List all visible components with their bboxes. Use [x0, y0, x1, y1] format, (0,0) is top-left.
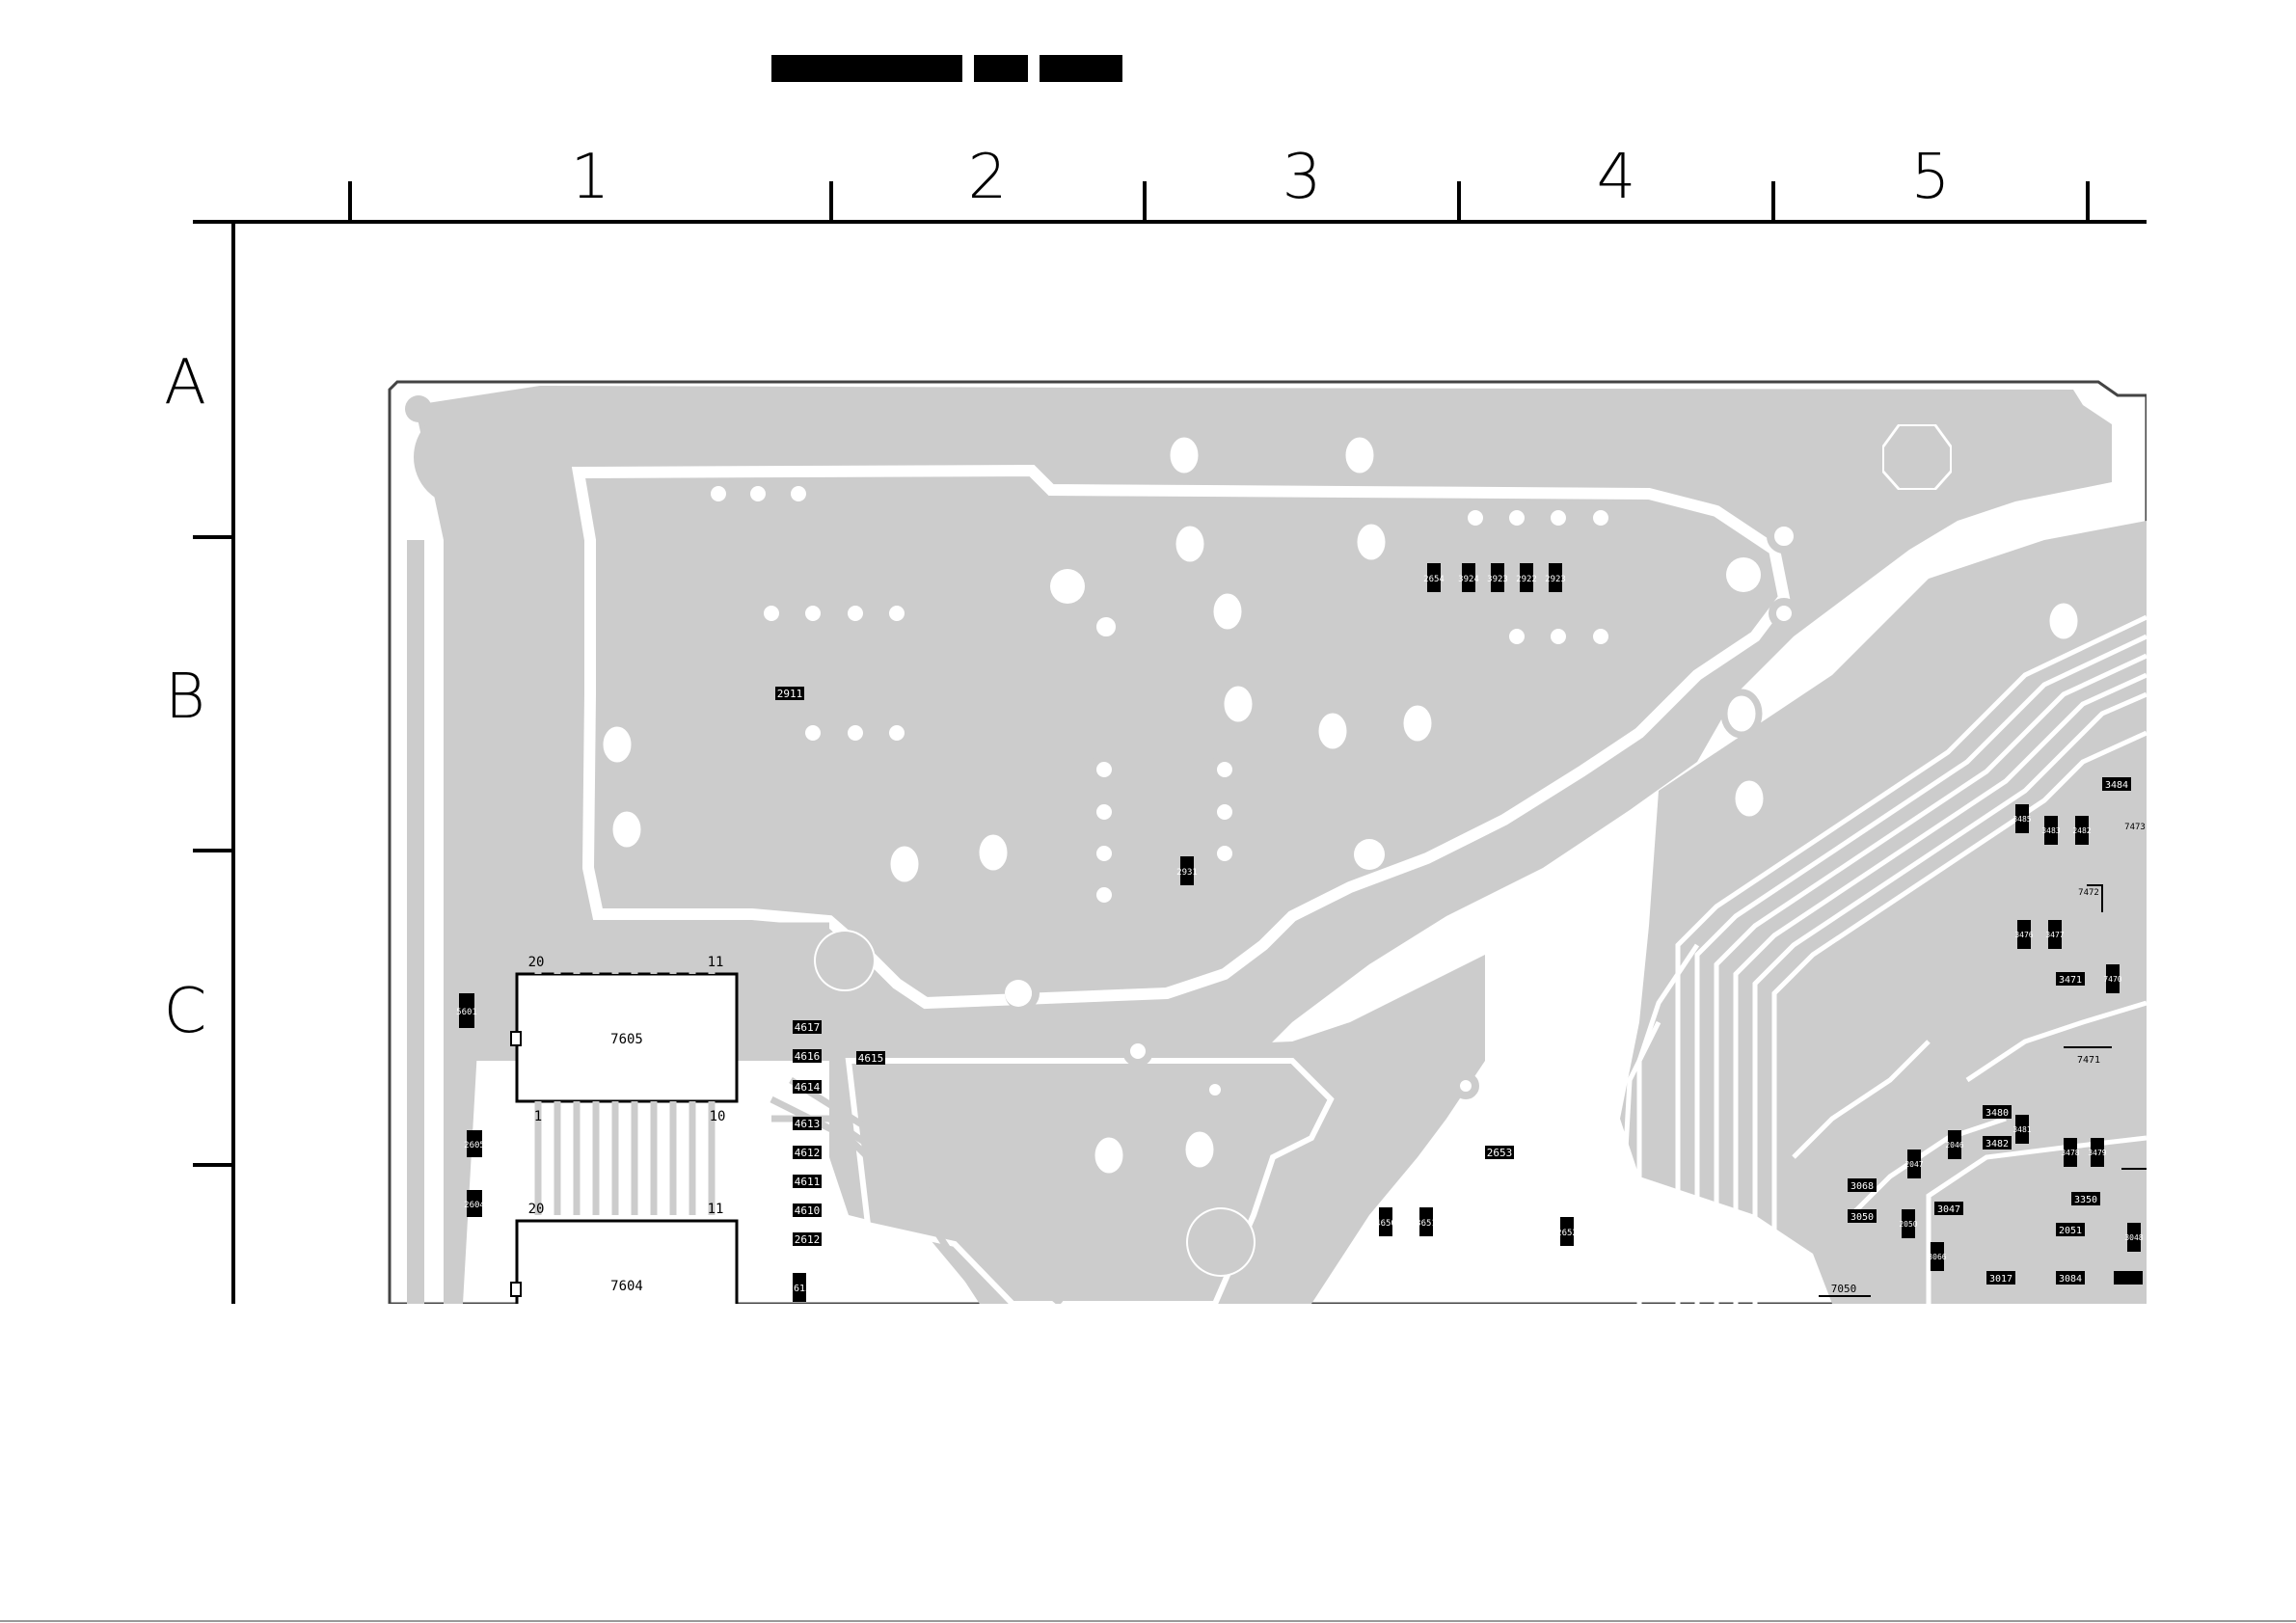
part-label: 3048 — [2124, 1233, 2143, 1242]
part-label: 2654 — [1423, 575, 1445, 584]
part-label: 4650 — [1375, 1219, 1396, 1229]
ic-pin-label: 1 — [534, 1109, 542, 1124]
part-label: 2051 — [2059, 1226, 2082, 1236]
part-label: 3477 — [2045, 931, 2064, 939]
column-label: 1 — [571, 142, 610, 213]
part-label: 2923 — [1545, 575, 1566, 584]
part-label: 7472 — [2078, 888, 2099, 898]
header-bar — [1040, 55, 1122, 82]
header-bar — [771, 55, 962, 82]
part-label: 2613 — [788, 1284, 811, 1294]
column-label: 5 — [1911, 142, 1951, 213]
ic-pin-label: 10 — [710, 1109, 726, 1124]
ic-7605 — [510, 955, 739, 1215]
part-label: 2050 — [1899, 1220, 1917, 1229]
part-label: 3480 — [1985, 1108, 2009, 1119]
part-label: 2653 — [1487, 1147, 1513, 1159]
part-label: 2922 — [1516, 575, 1537, 584]
ic-pin-label: 20 — [528, 955, 545, 970]
part-label: 3484 — [2105, 780, 2128, 791]
row-label: B — [165, 662, 205, 733]
part-label: 3485 — [2012, 815, 2031, 824]
part-label: 4613 — [795, 1118, 821, 1130]
part-label: 2911 — [777, 688, 803, 700]
header-bar — [974, 55, 1028, 82]
part-label: 3476 — [2014, 931, 2033, 939]
part-label: 5601 — [456, 1008, 477, 1017]
part-label: 4614 — [795, 1081, 821, 1094]
part-label: 3481 — [2012, 1125, 2031, 1134]
grid-frame — [193, 181, 2147, 1304]
row-label: C — [164, 976, 207, 1047]
ic-pin-label: 20 — [528, 1202, 545, 1217]
ic-7604 — [510, 1219, 739, 1304]
ic-label-7605: 7605 — [610, 1032, 643, 1047]
part-label: 7473 — [2124, 823, 2146, 832]
column-label: 2 — [968, 142, 1008, 213]
part-label: 3923 — [1487, 575, 1508, 584]
part-label: 3651 — [1416, 1219, 1437, 1229]
part-label: 4610 — [795, 1204, 821, 1217]
part-label: 3017 — [1989, 1274, 2012, 1285]
part-label: 3047 — [1937, 1204, 1960, 1215]
part-label: 3084 — [2059, 1274, 2082, 1285]
part-label: 4612 — [795, 1147, 821, 1159]
part-label: 7470 — [2103, 975, 2121, 984]
component-labels: 7605 20 11 1 10 7604 20 11 4617 4616 461… — [456, 575, 2146, 1295]
part-label: 2604 — [464, 1201, 485, 1210]
part-label: 3066 — [1928, 1253, 1946, 1261]
part-label: 4615 — [858, 1052, 884, 1065]
part-label: 2931 — [1176, 868, 1198, 878]
part-label: 3350 — [2074, 1195, 2097, 1205]
part-label: 3050 — [1850, 1212, 1874, 1223]
ic-label-7604: 7604 — [610, 1279, 643, 1294]
part-label: 3924 — [1458, 575, 1479, 584]
column-label: 4 — [1597, 142, 1636, 213]
part-label: 3479 — [2088, 1149, 2106, 1157]
ic-pin-label: 11 — [708, 1202, 724, 1217]
part-label: 4616 — [795, 1050, 821, 1063]
part-label: 3478 — [2061, 1149, 2079, 1157]
part-label: 3471 — [2059, 975, 2082, 986]
part-label: 2047 — [1904, 1160, 1923, 1169]
part-label: 7050 — [1831, 1283, 1857, 1295]
part-label: 4617 — [795, 1021, 821, 1034]
part-label: 3483 — [2041, 826, 2060, 835]
part-label: 2612 — [795, 1233, 821, 1246]
ic-pin-label: 11 — [708, 955, 724, 970]
part-label: 2482 — [2072, 826, 2091, 835]
part-label: 2046 — [1945, 1141, 1963, 1150]
part-label: 2605 — [464, 1141, 485, 1150]
row-label: A — [164, 347, 206, 419]
pcb-board — [388, 380, 2147, 1304]
part-label: 7471 — [2077, 1055, 2100, 1066]
part-label: 4611 — [795, 1176, 821, 1188]
part-label: 3068 — [1850, 1181, 1874, 1192]
column-label: 3 — [1283, 142, 1322, 213]
part-label: 2652 — [1556, 1229, 1578, 1238]
part-label: 3482 — [1985, 1139, 2009, 1150]
